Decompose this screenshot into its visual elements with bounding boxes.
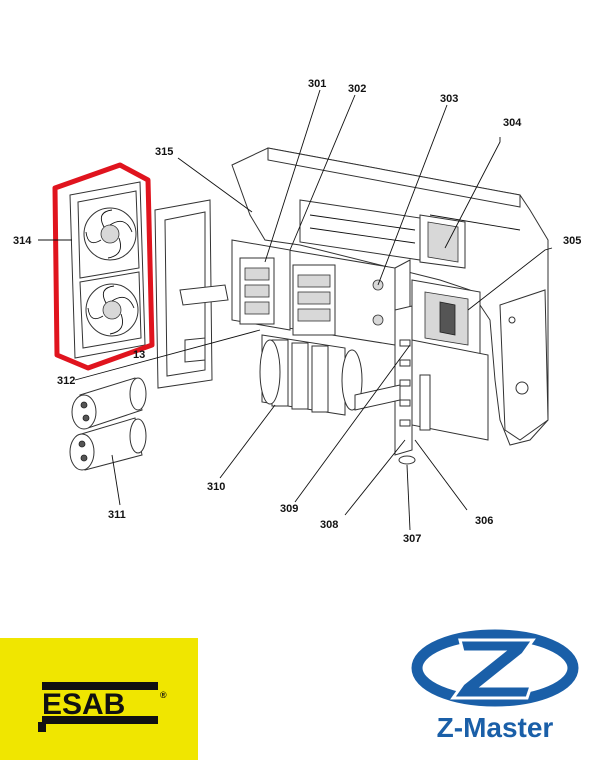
esab-logo: ESAB ® [0, 638, 198, 760]
zmaster-text: Z-Master [436, 712, 554, 743]
label-301: 301 [308, 78, 326, 90]
label-307: 307 [403, 533, 421, 545]
label-315: 315 [155, 146, 173, 158]
esab-registered-mark: ® [160, 690, 167, 700]
exploded-parts-diagram: 301 302 303 304 305 306 307 308 309 310 … [13, 78, 581, 545]
label-305: 305 [563, 235, 581, 247]
part-306-terminal-board [354, 305, 489, 465]
part-304-bracket [299, 199, 466, 269]
part-301-igbt-modules [239, 257, 336, 336]
part-305-transformer [411, 279, 481, 356]
label-302: 302 [348, 83, 366, 95]
label-313: 13 [133, 349, 145, 361]
esab-text: ESAB [42, 688, 125, 721]
zmaster-emblem-icon [411, 629, 579, 707]
label-314: 314 [13, 235, 32, 247]
part-310-capacitor-bank [259, 334, 363, 416]
part-311-capacitors [69, 377, 147, 471]
label-303: 303 [440, 93, 458, 105]
label-309: 309 [280, 503, 298, 515]
leader-lines [38, 89, 553, 531]
label-304: 304 [503, 117, 522, 129]
part-314-fan-assembly [69, 181, 146, 359]
label-308: 308 [320, 519, 338, 531]
label-306: 306 [475, 515, 493, 527]
label-312: 312 [57, 375, 75, 387]
zmaster-logo: Z-Master [405, 628, 585, 753]
label-311: 311 [108, 509, 126, 521]
esab-wordmark: ESAB ® [38, 682, 167, 732]
part-315-air-duct [154, 199, 229, 389]
fan-highlight-outline [52, 162, 155, 371]
label-310: 310 [207, 481, 225, 493]
